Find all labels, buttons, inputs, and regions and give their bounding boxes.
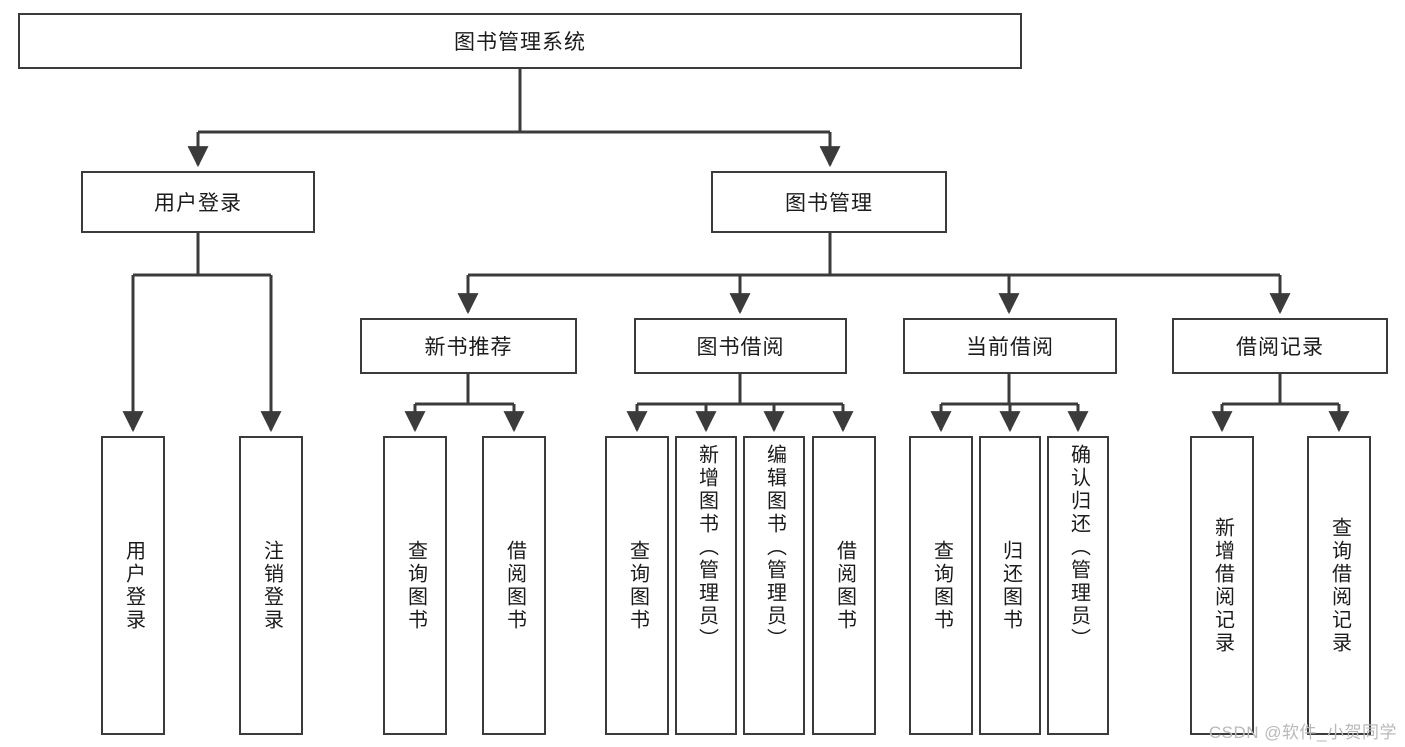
node-borrow-record[interactable]: 借阅记录 [1172, 318, 1388, 374]
leaf-add-borrow-record-label: 新增借阅记录 [1211, 516, 1234, 655]
leaf-borrow-book-2-label: 借阅图书 [833, 539, 856, 632]
node-new-book-recommend[interactable]: 新书推荐 [360, 318, 577, 374]
leaf-query-book-2[interactable]: 查询图书 [605, 436, 669, 735]
leaf-query-book-1[interactable]: 查询图书 [383, 436, 447, 735]
leaf-add-borrow-record[interactable]: 新增借阅记录 [1190, 436, 1254, 735]
leaf-edit-book-admin-label: 编辑图书（管理员） [763, 444, 786, 651]
leaf-return-book-label: 归还图书 [999, 539, 1022, 632]
leaf-query-borrow-record[interactable]: 查询借阅记录 [1307, 436, 1371, 735]
node-current-borrow-label: 当前借阅 [966, 336, 1054, 359]
node-book-management-label: 图书管理 [785, 192, 873, 215]
leaf-query-book-2-label: 查询图书 [626, 539, 649, 632]
leaf-return-book[interactable]: 归还图书 [979, 436, 1041, 735]
leaf-confirm-return-admin-label: 确认归还（管理员） [1067, 444, 1090, 651]
leaf-query-book-3-label: 查询图书 [930, 539, 953, 632]
leaf-logout-login-label: 注销登录 [260, 539, 283, 632]
leaf-edit-book-admin[interactable]: 编辑图书（管理员） [743, 436, 805, 735]
node-borrow-record-label: 借阅记录 [1236, 336, 1324, 359]
node-user-login[interactable]: 用户登录 [81, 171, 315, 233]
node-current-borrow[interactable]: 当前借阅 [903, 318, 1117, 374]
leaf-user-login[interactable]: 用户登录 [101, 436, 165, 735]
leaf-borrow-book-1[interactable]: 借阅图书 [482, 436, 546, 735]
leaf-user-login-label: 用户登录 [122, 539, 145, 632]
leaf-logout-login[interactable]: 注销登录 [239, 436, 303, 735]
node-book-borrow-label: 图书借阅 [696, 336, 785, 359]
node-root[interactable]: 图书管理系统 [18, 13, 1022, 69]
node-root-label: 图书管理系统 [454, 31, 586, 54]
leaf-confirm-return-admin[interactable]: 确认归还（管理员） [1047, 436, 1109, 735]
leaf-query-book-3[interactable]: 查询图书 [909, 436, 973, 735]
leaf-borrow-book-1-label: 借阅图书 [503, 539, 526, 632]
leaf-query-borrow-record-label: 查询借阅记录 [1328, 516, 1351, 655]
node-book-management[interactable]: 图书管理 [711, 171, 947, 233]
node-user-login-label: 用户登录 [154, 192, 242, 215]
leaf-borrow-book-2[interactable]: 借阅图书 [812, 436, 876, 735]
leaf-query-book-1-label: 查询图书 [404, 539, 427, 632]
csdn-watermark: CSDN @软件_小贺同学 [1208, 723, 1397, 742]
leaf-add-book-admin-label: 新增图书（管理员） [695, 444, 718, 651]
leaf-add-book-admin[interactable]: 新增图书（管理员） [675, 436, 737, 735]
node-new-book-recommend-label: 新书推荐 [424, 336, 513, 359]
node-book-borrow[interactable]: 图书借阅 [634, 318, 847, 374]
